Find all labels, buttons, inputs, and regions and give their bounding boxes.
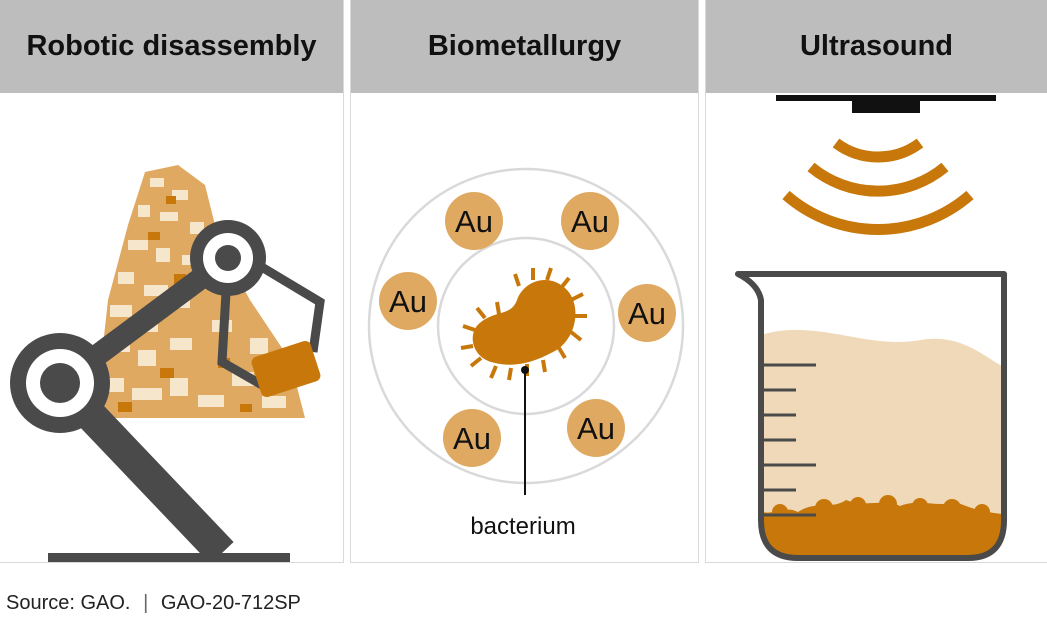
- panel-header: Biometallurgy: [351, 0, 698, 93]
- panel-robotic-disassembly: Robotic disassembly: [0, 0, 343, 562]
- report-id: GAO-20-712SP: [160, 592, 301, 614]
- separator: |: [143, 592, 149, 614]
- ultrasound-illustration: [735, 95, 1007, 561]
- robot-arm-icon: [10, 220, 325, 562]
- ultrasound-transducer-icon: [776, 95, 996, 113]
- panel-header: Ultrasound: [706, 0, 1047, 93]
- gold-symbol: Au: [453, 421, 491, 456]
- gold-atom-icon: Au: [379, 272, 437, 330]
- source-note: Source: GAO. | GAO-20-712SP: [6, 592, 301, 615]
- gold-atom-icon: Au: [443, 409, 501, 467]
- sound-wave-icon: [782, 138, 974, 235]
- panel-title: Robotic disassembly: [26, 30, 317, 62]
- gold-atom-icon: Au: [561, 192, 619, 250]
- source-label: Source: GAO.: [6, 592, 131, 614]
- gold-symbol: Au: [628, 296, 666, 331]
- biometallurgy-illustration: Au Au Au Au Au Au: [367, 167, 685, 540]
- panel-biometallurgy: Biometallurgy Au Au Au Au Au Au: [351, 0, 698, 562]
- gold-symbol: Au: [577, 411, 615, 446]
- panel-title: Ultrasound: [799, 30, 954, 62]
- beaker-icon: [735, 271, 1007, 561]
- gold-atom-icon: Au: [445, 192, 503, 250]
- robotic-disassembly-illustration: [10, 165, 325, 562]
- bacterium-label: bacterium: [470, 513, 575, 540]
- gold-symbol: Au: [571, 204, 609, 239]
- gold-symbol: Au: [389, 284, 427, 319]
- gold-atom-icon: Au: [618, 284, 676, 342]
- panel-ultrasound: Ultrasound: [706, 0, 1047, 562]
- bacterium-icon: [460, 267, 587, 495]
- gold-atom-icon: Au: [567, 399, 625, 457]
- gold-symbol: Au: [455, 204, 493, 239]
- panel-header: Robotic disassembly: [0, 0, 343, 93]
- panel-title: Biometallurgy: [427, 30, 622, 62]
